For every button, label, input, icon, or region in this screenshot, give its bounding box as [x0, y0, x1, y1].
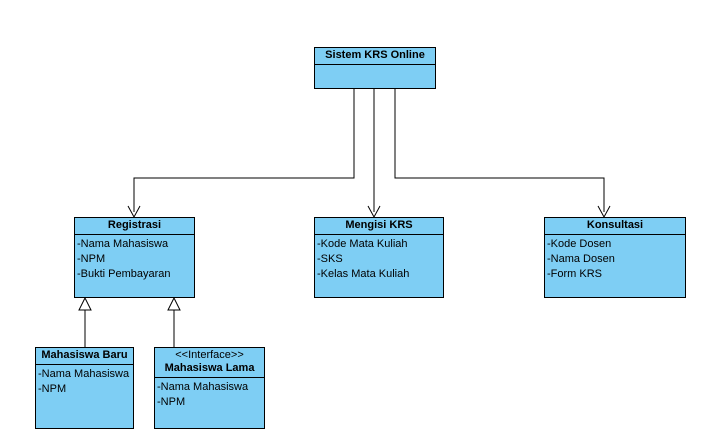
class-header: Sistem KRS Online [315, 48, 435, 65]
class-header: Registrasi [75, 218, 194, 235]
class-sistem-krs-online[interactable]: Sistem KRS Online [314, 47, 436, 89]
class-name: Mahasiswa Baru [41, 349, 128, 361]
attribute-item: -Nama Mahasiswa [38, 368, 130, 380]
attribute-item: -Kelas Mata Kuliah [317, 268, 410, 280]
class-name: Sistem KRS Online [325, 49, 425, 61]
class-header: Mengisi KRS [315, 218, 443, 235]
class-mahasiswa-baru[interactable]: Mahasiswa Baru -Nama Mahasiswa -NPM [35, 347, 134, 429]
class-header: Mahasiswa Baru [36, 348, 133, 365]
inheritance-triangle-mhs-baru [78, 296, 92, 311]
attribute-item: -Bukti Pembayaran [77, 268, 171, 280]
attribute-item: -Form KRS [547, 268, 602, 280]
class-name: Mengisi KRS [345, 219, 413, 231]
class-name: Konsultasi [586, 219, 644, 231]
attribute-item: -NPM [157, 396, 186, 408]
attribute-item: -NPM [77, 253, 106, 265]
attribute-list: -Kode Dosen -Nama Dosen -Form KRS [545, 235, 685, 282]
attribute-list: -Nama Mahasiswa -NPM -Bukti Pembayaran [75, 235, 194, 282]
class-mahasiswa-lama[interactable]: <<Interface>> Mahasiswa Lama -Nama Mahas… [154, 347, 265, 429]
class-header: Konsultasi [545, 218, 685, 235]
attribute-item: -Nama Mahasiswa [77, 238, 169, 250]
class-konsultasi[interactable]: Konsultasi -Kode Dosen -Nama Dosen -Form… [544, 217, 686, 298]
class-name: Registrasi [107, 219, 162, 231]
attribute-item: -SKS [317, 253, 343, 265]
class-mengisi-krs[interactable]: Mengisi KRS -Kode Mata Kuliah -SKS -Kela… [314, 217, 444, 298]
attribute-item: -NPM [38, 383, 67, 395]
attribute-list: -Kode Mata Kuliah -SKS -Kelas Mata Kulia… [315, 235, 443, 282]
attribute-item: -Nama Dosen [547, 253, 615, 265]
class-header: <<Interface>> Mahasiswa Lama [155, 348, 264, 378]
class-registrasi[interactable]: Registrasi -Nama Mahasiswa -NPM -Bukti P… [74, 217, 195, 298]
connector-root-konsultasi [394, 89, 605, 212]
class-stereotype: <<Interface>> [175, 349, 244, 361]
attribute-item: -Kode Mata Kuliah [317, 238, 408, 250]
inheritance-triangle-mhs-lama [167, 296, 181, 311]
attribute-item: -Nama Mahasiswa [157, 381, 249, 393]
attribute-list: -Nama Mahasiswa -NPM [36, 365, 133, 397]
class-name: Mahasiswa Lama [164, 362, 255, 374]
attribute-item: -Kode Dosen [547, 238, 612, 250]
attribute-list: -Nama Mahasiswa -NPM [155, 378, 264, 410]
connector-root-registrasi [133, 89, 355, 212]
